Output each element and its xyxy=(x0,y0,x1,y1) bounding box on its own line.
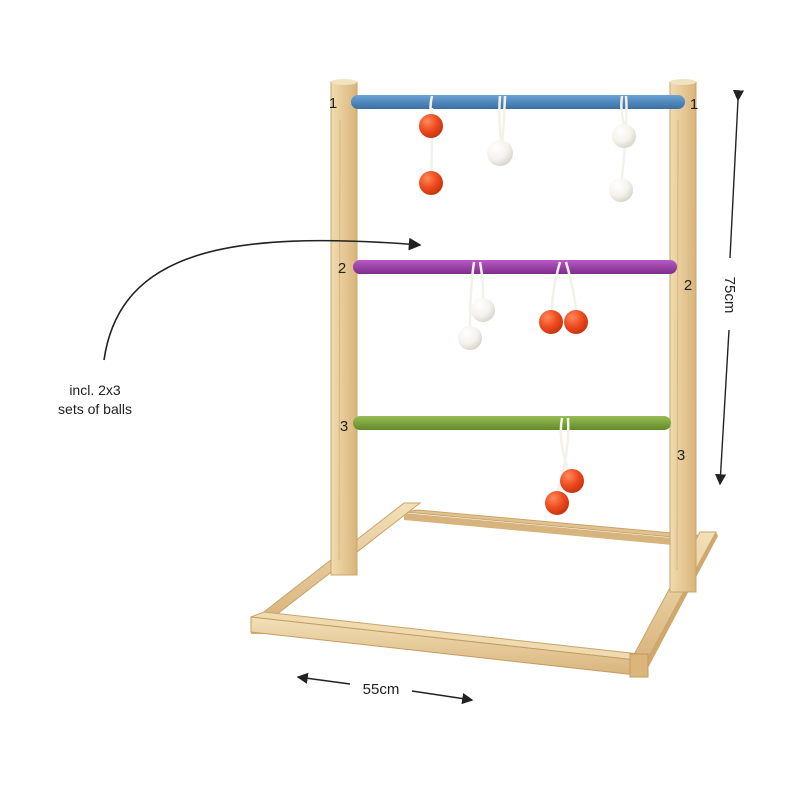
base-frame xyxy=(249,502,718,678)
white-ball xyxy=(609,178,633,202)
rung-3-green xyxy=(353,416,671,430)
white-ball xyxy=(612,124,636,148)
rung-1-blue xyxy=(351,95,685,109)
height-dimension-label: 75cm xyxy=(721,277,738,314)
bola-white-middle xyxy=(458,261,495,350)
white-ball xyxy=(487,140,513,166)
rung-number-right-3: 3 xyxy=(677,447,685,464)
rung-number-left-3: 3 xyxy=(340,418,348,435)
annotation-text-line-1: incl. 2x3 xyxy=(69,382,121,398)
annotation-text-line-2: sets of balls xyxy=(58,401,132,417)
white-ball xyxy=(471,298,495,322)
bola-orange-bottom xyxy=(545,417,584,515)
rung-number-left-1: 1 xyxy=(329,95,337,112)
white-ball xyxy=(458,326,482,350)
rung-number-left-2: 2 xyxy=(338,260,346,277)
bola-orange-middle xyxy=(539,261,588,334)
height-dimension-indicator: 75cm xyxy=(714,89,745,486)
orange-ball xyxy=(539,310,563,334)
rung-number-right-2: 2 xyxy=(684,277,692,294)
annotation-arrow xyxy=(103,237,422,361)
left-upright-post xyxy=(330,79,358,576)
rung-2-purple xyxy=(353,260,677,274)
rung-number-right-1: 1 xyxy=(690,96,698,113)
bola-white-top-middle xyxy=(487,95,513,166)
bola-orange-top xyxy=(419,95,443,195)
bola-white-top-right xyxy=(609,95,636,202)
width-dimension-indicator: 55cm xyxy=(296,672,474,705)
orange-ball xyxy=(545,491,569,515)
orange-ball xyxy=(564,310,588,334)
orange-ball xyxy=(560,469,584,493)
orange-ball xyxy=(419,114,443,138)
orange-ball xyxy=(419,171,443,195)
right-upright-post xyxy=(669,79,697,593)
width-dimension-label: 55cm xyxy=(363,681,400,698)
